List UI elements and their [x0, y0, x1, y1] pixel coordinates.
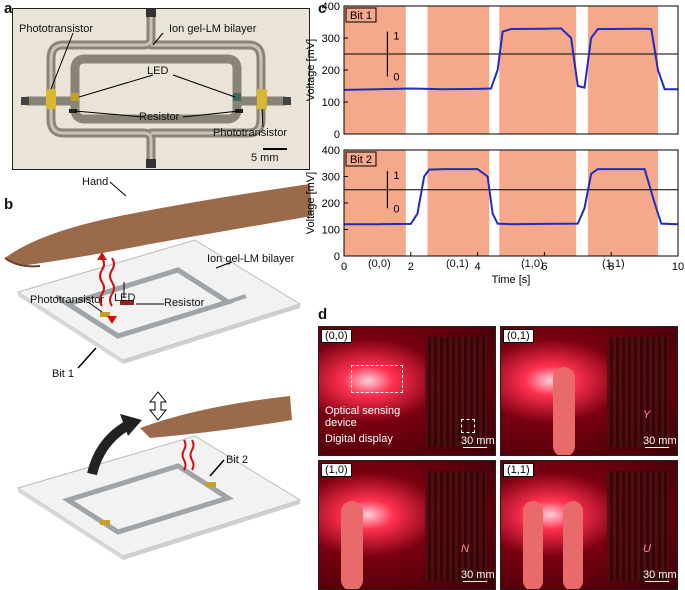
label-digital-display: Digital display: [325, 433, 393, 445]
state-label-11: (1,1): [602, 258, 625, 270]
x-tick-label: 2: [408, 261, 414, 273]
threshold-label-0: 0: [393, 203, 399, 215]
series-title: Bit 2: [350, 154, 372, 166]
tile-scale-00: 30 mm: [461, 435, 495, 447]
label-bit1: Bit 1: [52, 368, 75, 380]
label-phototransistor-top: Phototransistor: [19, 23, 93, 35]
series-title-box: [345, 7, 377, 23]
y-tick-label: 100: [322, 225, 340, 237]
series-title-box: [345, 151, 377, 167]
shaded-interval: [344, 6, 406, 134]
label-phototransistor-b: Phototransistor: [30, 294, 104, 306]
y-tick-label: 200: [322, 198, 340, 210]
schematic-drawing: [4, 181, 312, 560]
x-axis-label: Time [s]: [492, 274, 531, 286]
y-tick-label: 0: [334, 129, 340, 141]
state-label-10: (1,0): [521, 258, 544, 270]
tile-state-00: (0,0): [321, 329, 352, 343]
label-device: device: [325, 417, 357, 429]
shaded-interval: [427, 150, 490, 256]
tile-digit-11: U: [643, 543, 651, 555]
shaded-interval: [587, 150, 658, 256]
tile-scale-11: 30 mm: [643, 569, 677, 581]
label-resistor: Resistor: [139, 111, 180, 123]
shaded-interval: [427, 6, 490, 134]
threshold-label-0: 0: [393, 71, 399, 83]
y-axis-label: Voltage [mV]: [305, 172, 317, 234]
shaded-interval: [587, 6, 658, 134]
threshold-label-1: 1: [393, 31, 399, 43]
y-tick-label: 400: [322, 145, 340, 157]
tile-state-10: (1,0): [321, 463, 352, 477]
state-label-00: (0,0): [368, 258, 391, 270]
label-resistor-b: Resistor: [164, 297, 205, 309]
scale-bar-label: 5 mm: [251, 152, 279, 164]
photo-tile-10: N (1,0) 30 mm: [318, 460, 496, 590]
tile-digit-01: Y: [643, 409, 651, 421]
panel-letter-b: b: [4, 196, 14, 213]
label-phototransistor-bottom: Phototransistor: [213, 127, 287, 139]
x-tick-label: 8: [608, 261, 614, 273]
label-hand: Hand: [82, 176, 109, 188]
series-title: Bit 1: [350, 10, 372, 22]
tile-digit-10: N: [461, 543, 469, 555]
x-tick-label: 0: [341, 261, 347, 273]
threshold-label-1: 1: [393, 170, 399, 182]
tile-state-11: (1,1): [503, 463, 534, 477]
label-bilayer: Ion gel-LM bilayer: [169, 23, 257, 35]
label-bit2: Bit 2: [226, 454, 249, 466]
device-photo: Phototransistor Ion gel-LM bilayer LED R…: [12, 8, 310, 170]
panel-letter-c: c: [318, 0, 327, 17]
label-led-b: LED: [114, 292, 136, 304]
x-tick-label: 10: [672, 261, 684, 273]
y-tick-label: 400: [322, 1, 340, 13]
panel-letter-a: a: [4, 0, 13, 17]
state-label-01: (0,1): [446, 258, 469, 270]
y-axis-label: Voltage [mV]: [305, 39, 317, 101]
y-tick-label: 100: [322, 97, 340, 109]
photo-tile-00: (0,0) Optical sensing device Digital dis…: [318, 326, 496, 456]
shaded-interval: [499, 6, 577, 134]
device-drawing: [13, 9, 309, 169]
panel-letter-d: d: [318, 306, 328, 323]
y-tick-label: 300: [322, 33, 340, 45]
tile-scale-01: 30 mm: [643, 435, 677, 447]
x-tick-label: 4: [475, 261, 481, 273]
label-led: LED: [147, 65, 169, 77]
photo-tile-11: U (1,1) 30 mm: [500, 460, 678, 590]
shaded-interval: [344, 150, 406, 256]
tile-state-01: (0,1): [503, 329, 534, 343]
y-tick-label: 0: [334, 251, 340, 263]
tile-scale-10: 30 mm: [461, 569, 495, 581]
voltage-line: [343, 27, 678, 91]
x-tick-label: 6: [541, 261, 547, 273]
shaded-interval: [499, 150, 577, 256]
y-tick-label: 300: [322, 172, 340, 184]
voltage-line: [344, 168, 679, 226]
y-tick-label: 200: [322, 65, 340, 77]
photo-tile-01: Y (0,1) 30 mm: [500, 326, 678, 456]
label-bilayer-b: Ion gel-LM bilayer: [207, 253, 295, 265]
label-optical-sensing: Optical sensing: [325, 405, 401, 417]
